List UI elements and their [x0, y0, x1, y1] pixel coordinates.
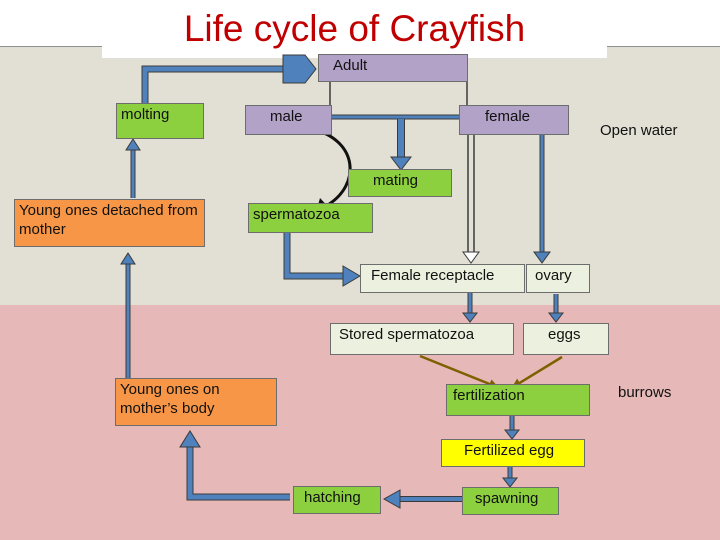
zone-label-burrows: burrows [618, 384, 672, 401]
title-band [102, 0, 607, 58]
arrow-stored-to-fertilization [419, 354, 499, 389]
arrow-spermatozoa-to-receptacle [283, 230, 345, 280]
arrow-male-to-spermatozoa [311, 127, 352, 208]
node-fertilization: fertilization [446, 384, 590, 416]
node-female: female [459, 105, 569, 135]
arrow-hatching-to-young-on-mother [186, 445, 290, 501]
node-molting: molting [116, 103, 204, 139]
page-title: Life cycle of Crayfish [183, 8, 526, 49]
arrow-eggs-to-fertilization [511, 355, 563, 389]
node-adult-label: Adult [333, 57, 368, 74]
node-eggs: eggs [523, 323, 609, 355]
node-young-on-mother: Young ones on mother’s body [115, 378, 277, 426]
arrow-molting-to-adult [141, 65, 285, 103]
node-spawning: spawning [462, 487, 559, 515]
node-stored-spermatozoa: Stored spermatozoa [330, 323, 514, 355]
zone-label-open-water: Open water [600, 122, 678, 139]
node-ovary: ovary [526, 264, 590, 293]
node-mating: mating [348, 169, 452, 197]
node-spermatozoa: spermatozoa [248, 203, 373, 233]
node-young-detached: Young ones detached from mother [14, 199, 205, 247]
node-female-receptacle: Female receptacle [360, 264, 525, 293]
node-hatching: hatching [293, 486, 381, 514]
adult-bracket [329, 80, 468, 110]
arrow-female-to-receptacle [467, 130, 475, 253]
node-adult: Adult [318, 54, 468, 82]
node-male: male [245, 105, 332, 135]
arrow-head-adult [282, 54, 317, 84]
node-fertilized-egg: Fertilized egg [441, 439, 585, 467]
